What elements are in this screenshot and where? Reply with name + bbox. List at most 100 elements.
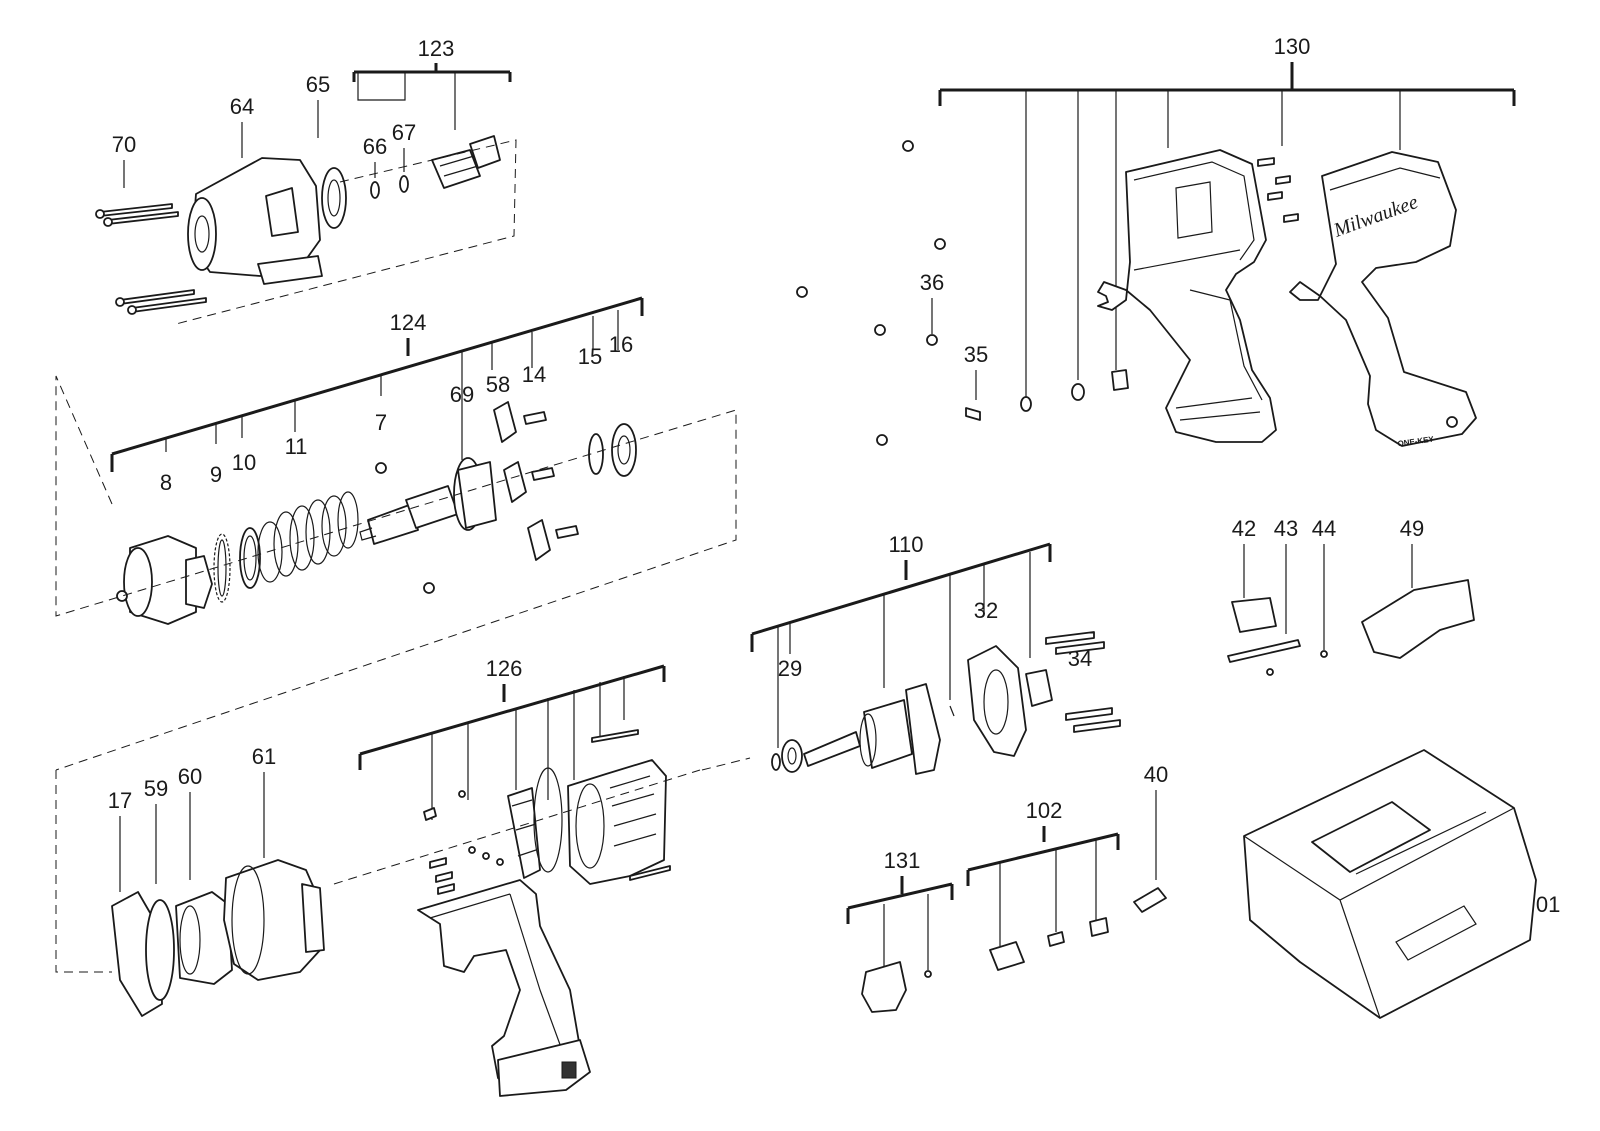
label-65: 65	[306, 72, 330, 97]
rivet-43	[1266, 668, 1274, 676]
label-11: 11	[285, 434, 308, 459]
label-44: 44	[1312, 516, 1336, 541]
label-15: 15	[578, 344, 602, 369]
label-14: 14	[522, 362, 546, 387]
steel-balls-9	[213, 533, 231, 603]
case-body-701	[1243, 749, 1537, 1019]
o-rings-66-67	[370, 175, 409, 199]
long-screw-b	[629, 865, 671, 881]
leaders-131	[883, 894, 929, 970]
label-61: 61	[252, 744, 276, 769]
label-67: 67	[392, 120, 416, 145]
group-126-assembly: 126 17 59 60 61	[55, 656, 701, 1097]
selector-102-b	[1047, 931, 1065, 947]
dashed-guide-a	[175, 139, 517, 325]
washer-15	[588, 433, 604, 475]
small-screws-126	[423, 790, 504, 895]
label-17: 17	[108, 788, 132, 813]
label-7: 7	[375, 410, 387, 435]
rivet-44	[1320, 650, 1328, 658]
gear-case-61	[223, 859, 325, 981]
labels-accessories: 42 43 44 49	[1227, 516, 1475, 676]
carry-case: 702 701	[1243, 749, 1560, 1019]
label-60: 60	[178, 764, 202, 789]
switch-parts: 40 102 131	[846, 762, 1168, 1013]
group-124-assembly: 124 8 9 10 11 7 69 58 14 15 16	[55, 296, 737, 771]
bracket-130	[938, 62, 1516, 106]
leaders-110	[777, 552, 1031, 748]
bracket-131	[846, 876, 954, 924]
label-66: 66	[363, 134, 387, 159]
label-32: 32	[974, 598, 998, 623]
pins-14	[523, 411, 579, 539]
small-inserts-130	[1020, 157, 1299, 412]
planet-gears-58	[493, 401, 551, 561]
ring-gear-60	[175, 891, 233, 985]
screw-set-70	[95, 203, 207, 315]
insert-702	[1311, 801, 1431, 873]
housing-screws-36	[796, 140, 946, 446]
group-130-assembly: 130 36 35 Milwaukee ONE	[796, 34, 1516, 449]
label-40: 40	[1144, 762, 1168, 787]
label-110: 110	[888, 532, 923, 557]
label-130: 130	[1274, 34, 1311, 59]
label-123: 123	[418, 36, 455, 61]
dashed-guide-c	[333, 769, 701, 885]
housing-half-left	[1097, 149, 1277, 443]
screw-35	[965, 407, 981, 421]
washer-29	[771, 753, 781, 771]
magnet-ring-126	[533, 767, 563, 873]
label-8: 8	[160, 470, 172, 495]
label-36: 36	[920, 270, 944, 295]
label-29: 29	[778, 656, 802, 681]
leaders-130	[1025, 90, 1401, 398]
screws-34	[1045, 631, 1121, 733]
leaders-123	[357, 72, 456, 130]
label-64: 64	[230, 94, 254, 119]
label-126: 126	[486, 656, 523, 681]
housing-half-right: Milwaukee ONE-KEY	[1289, 151, 1477, 449]
sensor-plate-110	[1025, 669, 1053, 707]
dashed-guide-e	[701, 757, 751, 771]
case-edges	[1243, 807, 1515, 1019]
label-9: 9	[210, 462, 222, 487]
label-16: 16	[609, 332, 633, 357]
bracket-110	[750, 542, 1052, 652]
label-124: 124	[390, 310, 427, 335]
label-59: 59	[144, 776, 168, 801]
long-screw-a	[591, 729, 639, 743]
selector-102-a	[989, 941, 1025, 971]
leaders-top-left	[123, 100, 405, 188]
strip-43	[1227, 639, 1301, 663]
label-42: 42	[1232, 516, 1256, 541]
bracket-124	[110, 296, 644, 472]
clip-110	[949, 705, 955, 717]
leaders-124	[165, 310, 619, 460]
label-58: 58	[486, 372, 510, 397]
rotor-110	[803, 683, 941, 775]
screw-131	[924, 970, 932, 978]
spindle-124	[359, 457, 497, 545]
hammer-case-64	[187, 157, 323, 285]
hammer-8	[116, 535, 213, 625]
anvil-123	[431, 135, 501, 189]
bracket-102	[966, 826, 1120, 886]
trigger-switch-assembly	[417, 879, 591, 1097]
group-123-assembly: 123 70 64 65 66 67	[95, 36, 517, 325]
bracket-123	[352, 63, 512, 82]
o-ring-59	[145, 899, 175, 1001]
lever-40	[1133, 887, 1167, 913]
label-102: 102	[1026, 798, 1063, 823]
stator-126	[567, 759, 667, 885]
leaders-left-bottom	[119, 772, 265, 892]
group-110-assembly: 110 29 32 34	[701, 532, 1121, 775]
ball-7-a	[375, 462, 387, 474]
leaders-126	[431, 676, 625, 820]
label-70: 70	[112, 132, 136, 157]
ball-7-b	[423, 582, 435, 594]
label-43: 43	[1274, 516, 1298, 541]
washer-10	[239, 527, 261, 589]
label-69: 69	[450, 382, 474, 407]
label-131: 131	[884, 848, 921, 873]
